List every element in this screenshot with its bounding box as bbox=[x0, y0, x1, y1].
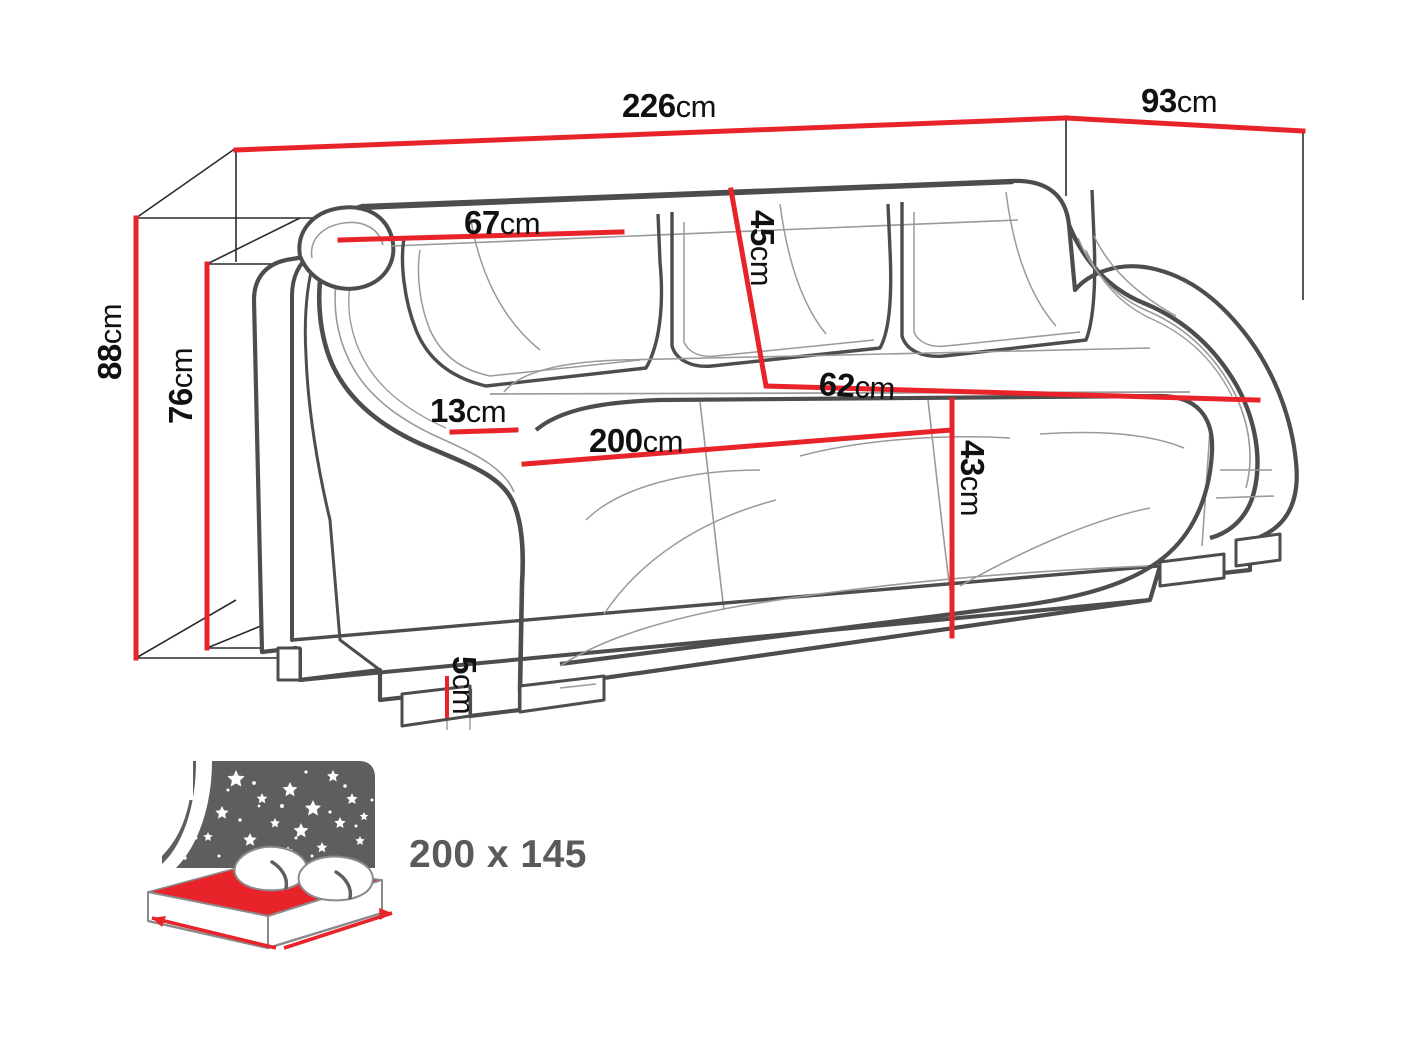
dimension-lines bbox=[133, 115, 1306, 718]
left-armrest-cap bbox=[297, 205, 396, 291]
dim-unit-200: cm bbox=[642, 424, 684, 459]
dim-value-67: 67 bbox=[464, 204, 500, 241]
back-cushion-right bbox=[900, 189, 1097, 358]
dim-value-76: 76 bbox=[162, 388, 199, 424]
dim-line-200 bbox=[521, 427, 955, 467]
dim-label-45: 45cm bbox=[744, 210, 781, 287]
seat-front-face bbox=[534, 393, 1215, 667]
right-back-wing bbox=[1066, 224, 1260, 541]
dim-line-45-62 bbox=[728, 187, 1261, 403]
dim-unit-67: cm bbox=[499, 206, 541, 241]
back-cushion-right-seam bbox=[1005, 191, 1057, 327]
right-front-leg bbox=[1158, 552, 1226, 588]
dim-value-13: 13 bbox=[430, 392, 466, 429]
seat-detail-curve-2 bbox=[799, 436, 1011, 457]
pillow-left-crease bbox=[270, 860, 289, 890]
seat-cushion-seam-2 bbox=[927, 399, 953, 605]
back-cushion-left-seam bbox=[469, 213, 541, 351]
dim-unit-5: cm bbox=[446, 673, 481, 715]
dim-unit-88: cm bbox=[93, 303, 128, 345]
sofa-base-top-edge bbox=[291, 564, 1159, 642]
dim-unit-43: cm bbox=[954, 475, 989, 517]
stars bbox=[167, 770, 374, 860]
front-center-leg-inner bbox=[559, 683, 597, 689]
moon-sweep bbox=[162, 761, 193, 856]
dim-unit-76: cm bbox=[164, 347, 199, 389]
dim-value-200: 200 bbox=[589, 422, 643, 459]
right-rear-leg bbox=[1234, 532, 1282, 568]
dim-label-226: 226cm bbox=[622, 89, 716, 122]
dim-unit-93: cm bbox=[1176, 84, 1218, 119]
dim-label-76: 76cm bbox=[162, 347, 199, 424]
dim-value-88: 88 bbox=[91, 344, 128, 380]
seat-detail-curve-5 bbox=[959, 507, 1151, 587]
dim-line-13 bbox=[449, 427, 519, 435]
right-arm-panel-line-2 bbox=[1215, 495, 1275, 499]
right-back-wing-inner-2 bbox=[1085, 249, 1233, 397]
dim-label-5: 5cm bbox=[446, 656, 483, 715]
dim-unit-226: cm bbox=[675, 89, 717, 124]
dim-value-45: 45 bbox=[744, 210, 781, 246]
back-top-interior bbox=[1093, 235, 1177, 317]
dim-unit-62: cm bbox=[853, 369, 896, 407]
left-armrest-cap-inner bbox=[310, 221, 384, 259]
sleeping-area-label: 200 x 145 bbox=[409, 833, 588, 876]
dim-label-13: 13cm bbox=[430, 392, 507, 429]
dim-line-93 bbox=[1063, 115, 1306, 134]
mattress-dimension-arrows bbox=[151, 908, 393, 950]
seat-detail-curve-1 bbox=[585, 469, 761, 521]
pillow-right-crease bbox=[334, 870, 353, 900]
pillow-right bbox=[297, 855, 374, 902]
back-cushion-middle-seam bbox=[779, 203, 827, 335]
dim-label-67: 67cm bbox=[464, 204, 541, 241]
dim-label-88: 88cm bbox=[91, 303, 128, 380]
dim-value-5: 5 bbox=[446, 656, 483, 674]
back-cushion-middle-inner bbox=[683, 222, 875, 358]
dim-label-43: 43cm bbox=[954, 440, 991, 517]
base-panel-curve bbox=[559, 565, 1149, 667]
right-back-wing-inner bbox=[1077, 237, 1251, 489]
dim-line-67 bbox=[337, 229, 625, 243]
mattress-bottom-edge bbox=[147, 911, 383, 950]
dim-label-200: 200cm bbox=[589, 424, 683, 457]
left-rear-leg bbox=[276, 646, 302, 682]
backrest-top-rail bbox=[355, 179, 1015, 211]
dim-line-226 bbox=[233, 115, 1069, 153]
sleeping-area-icon bbox=[147, 761, 393, 950]
seat-surface-back-edge bbox=[503, 347, 1151, 393]
seat-detail-curve-4 bbox=[603, 499, 777, 615]
dim-value-43: 43 bbox=[954, 440, 991, 476]
back-cushion-left-inner bbox=[417, 249, 641, 377]
back-cushion-right-inner bbox=[913, 212, 1081, 348]
dim-value-226: 226 bbox=[622, 87, 676, 124]
dim-unit-13: cm bbox=[465, 394, 507, 429]
dim-label-93: 93cm bbox=[1141, 82, 1218, 119]
night-sky-panel bbox=[162, 761, 375, 868]
dim-value-93: 93 bbox=[1141, 82, 1177, 119]
dim-label-62: 62cm bbox=[817, 365, 896, 407]
seat-cushion-seam-1 bbox=[699, 401, 725, 611]
moon-arc bbox=[162, 761, 212, 868]
back-cushion-middle bbox=[670, 203, 893, 368]
dim-value-62: 62 bbox=[817, 365, 856, 405]
pillow-left bbox=[233, 845, 308, 892]
seat-detail-curve-3 bbox=[1039, 431, 1185, 449]
dim-unit-45: cm bbox=[744, 245, 779, 287]
back-cushion-left bbox=[400, 213, 664, 388]
